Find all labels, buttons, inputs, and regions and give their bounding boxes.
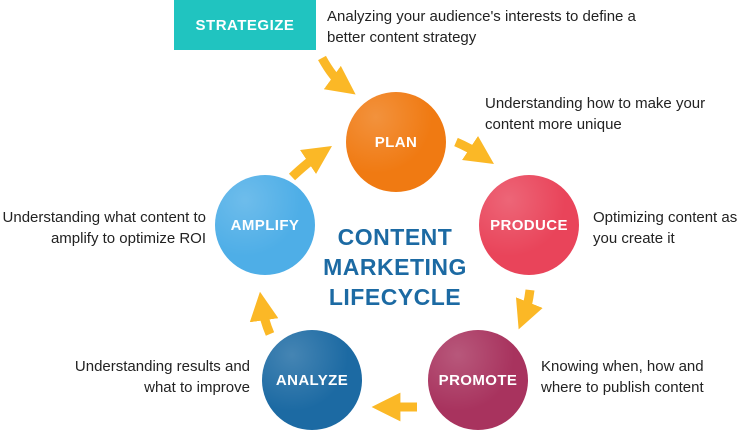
- amplify-description: Understanding what content to amplify to…: [2, 209, 206, 247]
- promote-circle: PROMOTE: [428, 330, 528, 430]
- strategize-description: Analyzing your audience's interests to d…: [327, 8, 636, 46]
- center-title-line-2: MARKETING: [323, 254, 467, 280]
- plan-label: PLAN: [374, 133, 418, 151]
- center-title: CONTENT MARKETING LIFECYCLE: [300, 222, 490, 312]
- amplify-label: AMPLIFY: [230, 216, 300, 234]
- promote-label: PROMOTE: [438, 371, 518, 389]
- analyze-description: Understanding results and what to improv…: [74, 358, 250, 396]
- amplify-circle: AMPLIFY: [215, 175, 315, 275]
- arrow-analyze-to-amplify: [249, 291, 279, 336]
- produce-circle: PRODUCE: [479, 175, 579, 275]
- strategize-label: STRATEGIZE: [195, 16, 295, 34]
- center-title-line-3: LIFECYCLE: [328, 284, 462, 310]
- arrow-strategize-to-plan: [318, 55, 356, 95]
- produce-description: Optimizing content as you create it: [593, 209, 738, 247]
- analyze-label: ANALYZE: [275, 371, 349, 389]
- arrow-produce-to-promote: [515, 289, 543, 330]
- strategize-box: STRATEGIZE: [174, 0, 316, 50]
- plan-description: Understanding how to make your content m…: [485, 95, 706, 133]
- analyze-circle: ANALYZE: [262, 330, 362, 430]
- promote-description: Knowing when, how and where to publish c…: [541, 358, 704, 396]
- center-title-line-1: CONTENT: [337, 224, 453, 250]
- produce-label: PRODUCE: [490, 216, 568, 234]
- arrow-plan-to-produce: [454, 136, 494, 164]
- arrow-amplify-to-plan: [288, 146, 332, 181]
- plan-circle: PLAN: [346, 92, 446, 192]
